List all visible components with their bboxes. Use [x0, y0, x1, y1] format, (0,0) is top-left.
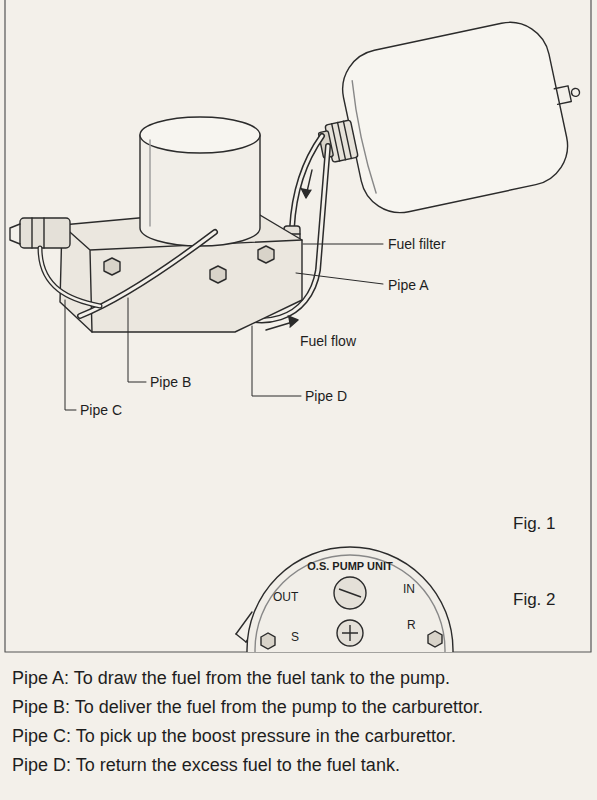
figure-number: Fig. 1 [513, 514, 556, 534]
pipe-description: Pipe C: To pick up the boost pressure in… [12, 726, 456, 747]
port-label: S [291, 631, 299, 644]
pipe-description: Pipe B: To deliver the fuel from the pum… [12, 697, 483, 718]
figure-number: Fig. 2 [513, 590, 556, 610]
port-label: IN [403, 583, 415, 596]
part-label: Pipe A [388, 277, 428, 293]
pipe-description: Pipe A: To draw the fuel from the fuel t… [12, 668, 450, 689]
part-label: Pipe D [305, 388, 347, 404]
unit-title: O.S. PUMP UNIT [307, 560, 392, 572]
port-label: OUT [273, 591, 298, 604]
pipe-description: Pipe D: To return the excess fuel to the… [12, 755, 400, 776]
part-label: Pipe B [150, 374, 191, 390]
part-label: Pipe C [80, 402, 122, 418]
part-label: Fuel flow [300, 333, 356, 349]
port-label: R [407, 619, 416, 632]
part-label: Fuel filter [388, 236, 446, 252]
pump-unit-face: O.S. PUMP UNIT OUT IN S R [245, 545, 455, 652]
